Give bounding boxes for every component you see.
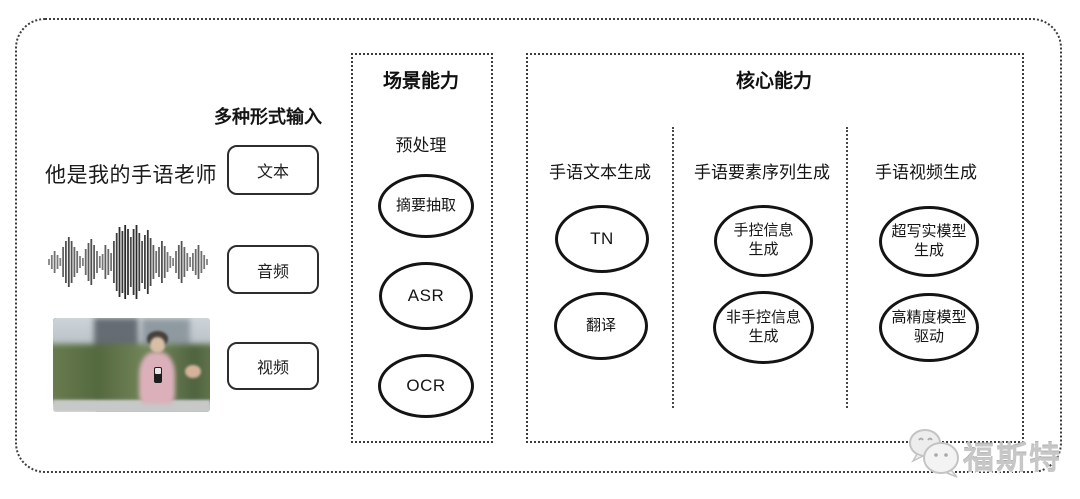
column-header-sign-text: 手语文本生成 bbox=[549, 163, 651, 182]
audio-waveform-graphic bbox=[48, 225, 208, 299]
node-label-line1: 高精度模型 bbox=[891, 308, 967, 326]
thumb-reporter-hand bbox=[184, 365, 201, 379]
audio-type-box: 音频 bbox=[227, 245, 319, 294]
audio-type-label: 音频 bbox=[256, 263, 289, 281]
scene-capability-title: 场景能力 bbox=[382, 71, 459, 92]
node-label-line1: 非手控信息 bbox=[725, 308, 801, 326]
node-label-line2: 生成 bbox=[913, 241, 944, 259]
preprocess-label: 预处理 bbox=[395, 136, 447, 155]
node-label-line2: 生成 bbox=[748, 327, 779, 345]
core-capability-panel bbox=[526, 53, 1024, 443]
text-type-box: 文本 bbox=[227, 145, 319, 195]
node-summary-extraction: 摘要抽取 bbox=[378, 174, 474, 238]
node-high-precision-model-driving: 高精度模型 驱动 bbox=[879, 293, 979, 362]
node-label: 摘要抽取 bbox=[395, 196, 456, 214]
video-type-box: 视频 bbox=[227, 342, 319, 390]
node-label: OCR bbox=[406, 376, 446, 396]
node-label-line2: 生成 bbox=[748, 241, 779, 258]
watermark-text: 福斯特 bbox=[963, 441, 1062, 476]
column-header-sign-video: 手语视频生成 bbox=[875, 163, 977, 182]
node-label-line2: 驱动 bbox=[913, 327, 944, 345]
thumb-microphone bbox=[154, 366, 163, 383]
column-divider-1 bbox=[672, 127, 674, 408]
thumb-reporter-face bbox=[149, 336, 166, 353]
node-asr: ASR bbox=[379, 262, 473, 330]
watermark-chat-logo bbox=[909, 429, 959, 478]
node-label-line1: 手控信息 bbox=[733, 222, 794, 240]
node-label-line1: 超写实模型 bbox=[891, 222, 967, 240]
node-label: 翻译 bbox=[585, 316, 616, 334]
node-hyperrealistic-model-generation: 超写实模型 生成 bbox=[879, 206, 979, 277]
outer-dotted-border bbox=[15, 18, 1062, 473]
text-type-label: 文本 bbox=[256, 164, 289, 181]
input-section-label: 多种形式输入 bbox=[214, 107, 322, 127]
node-tn: TN bbox=[555, 205, 649, 273]
video-thumbnail bbox=[53, 318, 210, 412]
core-capability-title: 核心能力 bbox=[735, 71, 812, 92]
column-divider-2 bbox=[846, 127, 848, 408]
node-translation: 翻译 bbox=[554, 292, 648, 360]
column-header-sign-elements: 手语要素序列生成 bbox=[694, 163, 830, 182]
video-type-label: 视频 bbox=[256, 360, 289, 377]
node-label: ASR bbox=[407, 286, 445, 306]
node-nonmanual-info-generation: 非手控信息 生成 bbox=[713, 291, 814, 364]
scene-capability-panel bbox=[351, 53, 493, 443]
thumb-greenery bbox=[53, 344, 210, 403]
node-ocr: OCR bbox=[378, 354, 474, 418]
thumb-road bbox=[53, 399, 210, 412]
text-input-example: 他是我的手语老师 bbox=[45, 164, 217, 187]
node-label: TN bbox=[590, 229, 614, 249]
node-manual-info-generation: 手控信息 生成 bbox=[714, 205, 813, 277]
